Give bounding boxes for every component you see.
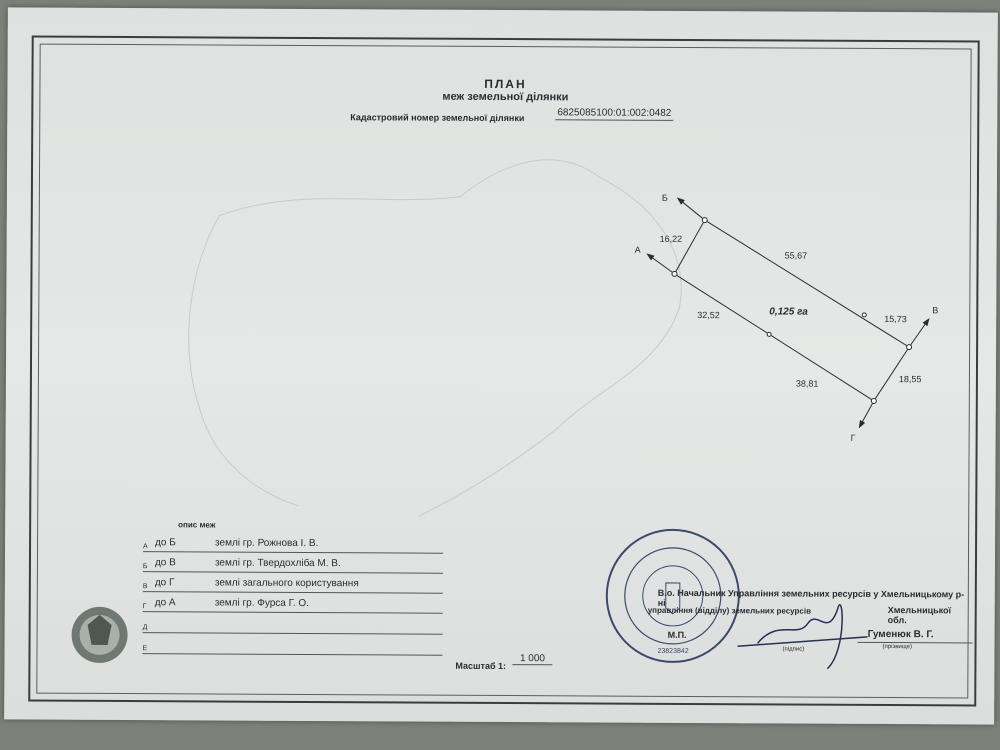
boundary-row: Д [142, 618, 443, 635]
boundary-row: Е [142, 639, 443, 656]
vertex-arrow-a [646, 253, 675, 275]
dim-ab: 16,22 [660, 234, 683, 244]
scale-label: Масштаб 1: [455, 660, 507, 672]
boundary-row: А до Б землі гр. Рожнова І. В. [143, 537, 444, 554]
signer-name-caption: (прізвище) [882, 644, 912, 651]
boundary-row: В до Г землі загального користування [142, 577, 443, 594]
plot-area: 0,125 га [769, 306, 808, 317]
vertex-arrow-v [908, 317, 930, 348]
handwritten-signature [737, 604, 868, 670]
dim-bv: 55,67 [785, 250, 808, 260]
vertex-point-a [671, 270, 678, 277]
background-map-trace [188, 159, 682, 518]
vertex-label-b: Б [662, 193, 668, 203]
hologram-emblem-icon [71, 606, 128, 663]
dim-ga-right: 38,81 [796, 379, 819, 389]
trident-emblem-icon [665, 582, 681, 615]
outer-frame: ПЛАН меж земельної ділянки Кадастровий н… [28, 35, 980, 707]
vertex-arrow-g [858, 400, 875, 429]
vertex-point-g [870, 397, 877, 404]
signature-caption: (підпис) [782, 646, 805, 653]
stamp-code: 23823842 [657, 648, 688, 655]
boundary-row: Б до В землі гр. Твердохліба М. В. [142, 557, 443, 574]
inner-frame: ПЛАН меж земельної ділянки Кадастровий н… [36, 43, 973, 699]
boundary-line-ga [674, 273, 875, 402]
document-sheet: ПЛАН меж земельної ділянки Кадастровий н… [4, 7, 998, 725]
vertex-arrow-b [676, 197, 706, 221]
vertex-point-v [906, 344, 913, 351]
mid-point-bv [861, 312, 867, 318]
seal-place-label: М.П. [667, 629, 687, 640]
boundary-line-ab [674, 219, 706, 275]
dim-ga-left: 32,52 [697, 310, 720, 320]
vertex-point-b [701, 217, 708, 224]
vertex-label-g: Г [851, 433, 856, 443]
boundary-line-vg [873, 346, 910, 402]
signer-name: Гуменюк В. Г. [867, 628, 934, 641]
boundary-line-bv [704, 219, 910, 348]
mid-point-ga [766, 331, 772, 337]
boundaries-heading: опис меж [178, 520, 216, 530]
plot-plan: Б А В Г 16,22 55,67 15,73 18,55 38,81 32… [71, 159, 938, 670]
boundary-row: Г до А землі гр. Фурса Г. О. [142, 597, 443, 614]
official-stamp: 23823842 [605, 528, 740, 663]
scale-value: 1 000 [512, 653, 553, 666]
dim-vg: 18,55 [899, 374, 922, 384]
department-line: управління (відділу) земельних ресурсів [647, 605, 812, 616]
dim-bv-end: 15,73 [884, 314, 907, 324]
vertex-label-v: В [932, 305, 938, 315]
vertex-label-a: А [635, 245, 641, 255]
chief-title-region: Хмельницької обл. [887, 605, 952, 626]
